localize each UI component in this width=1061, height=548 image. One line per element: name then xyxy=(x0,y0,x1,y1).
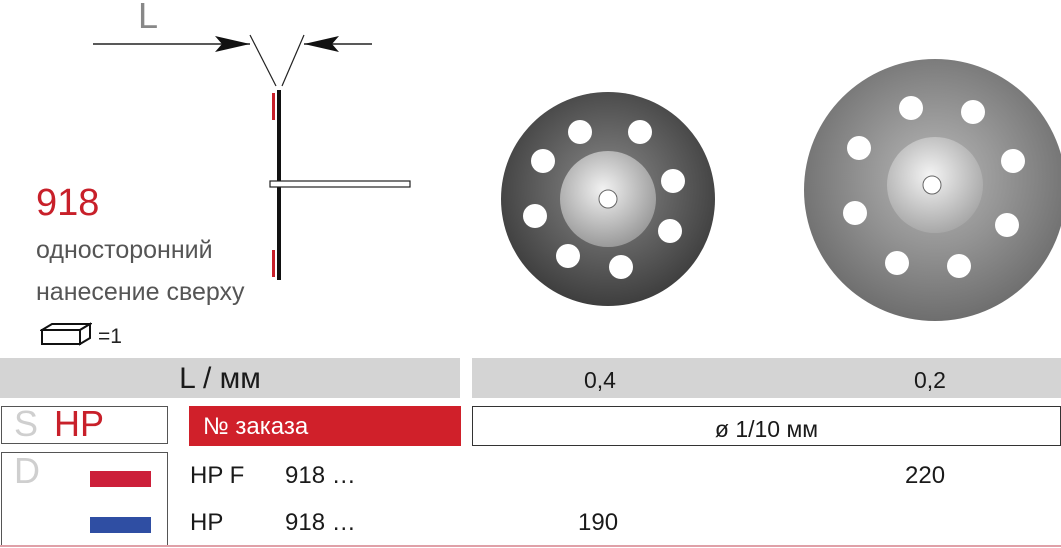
flag-red xyxy=(90,471,151,487)
table-header-left xyxy=(0,358,460,398)
arrow-left-icon xyxy=(304,36,339,52)
row-2-number: 918 … xyxy=(285,509,356,536)
disc-image-small xyxy=(501,92,715,306)
arrow-right-icon xyxy=(215,36,250,52)
row-1-type: HP F xyxy=(190,462,245,489)
shank-profile xyxy=(269,180,411,188)
row-1-number: 918 … xyxy=(285,462,356,489)
hp-label: HP xyxy=(54,403,105,444)
table-header-right xyxy=(472,358,1061,398)
side-profile-schematic: L xyxy=(93,0,411,280)
product-code: 918 xyxy=(36,182,100,224)
pack-quantity: =1 xyxy=(98,325,122,348)
coating-marker-bottom xyxy=(272,250,275,277)
description-line-2: нанесение сверху xyxy=(36,278,245,306)
row-2-value-col1: 190 xyxy=(578,509,619,536)
d-label: D xyxy=(14,450,40,491)
extension-line-right xyxy=(281,34,305,87)
diameter-label: ø 1/10 мм xyxy=(472,406,1061,446)
length-header: L / мм xyxy=(179,362,261,395)
row-2-type: HP xyxy=(190,509,224,536)
column-header-1: 0,4 xyxy=(584,367,616,393)
column-header-2: 0,2 xyxy=(914,367,946,393)
description-line-1: односторонний xyxy=(36,236,213,264)
row-1-value-col2: 220 xyxy=(905,462,946,489)
flag-blue xyxy=(90,517,151,533)
dimension-label: L xyxy=(138,0,158,36)
extension-line-left xyxy=(249,34,277,87)
s-hp-box xyxy=(1,406,168,444)
s-label: S xyxy=(14,403,39,444)
pack-box-icon xyxy=(40,322,92,346)
disc-image-large xyxy=(804,59,1061,321)
bottom-divider xyxy=(0,545,1061,547)
order-number-label: № заказа xyxy=(189,406,461,446)
coating-marker-top xyxy=(272,93,275,120)
